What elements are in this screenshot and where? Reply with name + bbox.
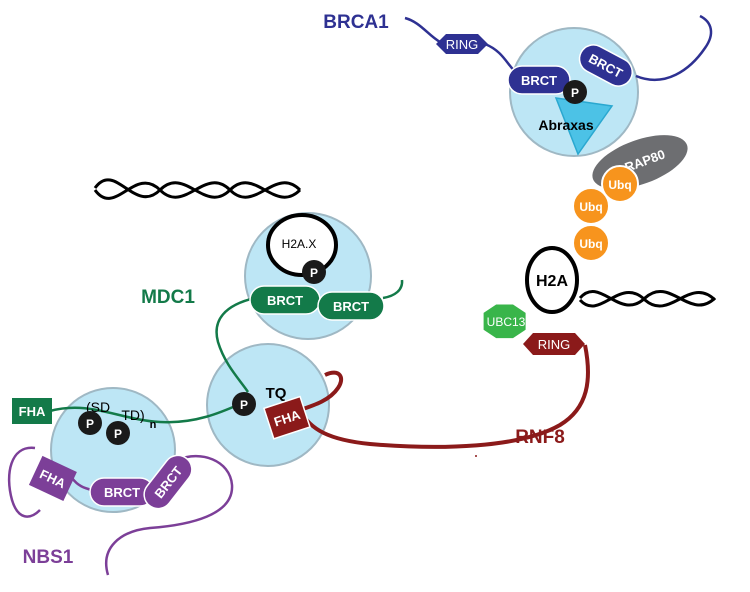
ubq-circle-3 <box>572 224 610 262</box>
tq-label: TQ <box>266 385 287 402</box>
mdc1-brct-label-2: BRCT <box>333 299 369 314</box>
rnf8-chain <box>298 344 590 449</box>
nbs1-brct-domain-1: BRCT <box>89 477 155 507</box>
ubc13-label: UBC13 <box>487 315 526 329</box>
brca1-ring-label: RING <box>446 37 479 52</box>
ubq-circle-1 <box>601 165 639 203</box>
nbs1-phospho-circle-2 <box>106 421 130 445</box>
tq-phospho-label: P <box>240 398 248 412</box>
dna-strand-right <box>578 290 717 308</box>
h2a-label: H2A <box>536 273 568 290</box>
h2a-ring <box>525 246 579 314</box>
repeat-n-label: n <box>150 419 157 431</box>
rnf8-chain-hook <box>299 370 344 412</box>
mdc1-brct-domain-1: BRCT <box>249 285 321 315</box>
nbs1-phospho-circle-1 <box>78 411 102 435</box>
ubq-label-1: Ubq <box>608 178 631 192</box>
nbs1-chain-left <box>7 446 41 518</box>
h2ax-phospho-label: P <box>310 266 318 280</box>
ubc13-octagon <box>483 304 526 339</box>
mdc1-chain-to-fha <box>49 402 241 424</box>
brca1-phospho-label: P <box>571 86 579 100</box>
td-motif-label: TD) <box>121 407 144 423</box>
abraxas-label: Abraxas <box>538 117 593 133</box>
mdc1-title: MDC1 <box>141 287 195 308</box>
h2ax-phospho-circle <box>302 260 326 284</box>
abraxas-triangle <box>554 97 614 156</box>
mdc1-brct-label-1: BRCT <box>267 293 303 308</box>
nbs1-phospho-label-1: P <box>86 417 94 431</box>
brca1-brct-domain-1: BRCT <box>507 65 571 95</box>
nbs1-fha-domain: FHA <box>28 455 77 501</box>
brca1-chain <box>404 16 441 44</box>
tq-complex-circle <box>206 343 330 467</box>
brca1-phospho-circle <box>563 80 587 104</box>
mdc1-brct-domain-2: BRCT <box>317 291 385 321</box>
rnf8-ring-domain <box>523 333 585 355</box>
brca1-title: BRCA1 <box>323 12 389 33</box>
rnf8-ring-label: RING <box>538 337 571 352</box>
nbs1-title: NBS1 <box>23 547 74 568</box>
nbs1-phospho-label-2: P <box>114 427 122 441</box>
brca1-ring-domain <box>436 34 488 54</box>
ubq-label-2: Ubq <box>579 200 602 214</box>
mdc1-chain <box>215 296 256 393</box>
mdc1-fha-label: FHA <box>19 404 46 419</box>
nbs1-brct-label-1: BRCT <box>104 485 140 500</box>
mdc1-chain-tail <box>382 279 404 300</box>
mdc1-fha-domain <box>12 398 52 424</box>
nbs1-chain-right <box>105 454 234 576</box>
rnf8-fha-domain: FHA <box>262 395 311 440</box>
ubq-label-3: Ubq <box>579 237 602 251</box>
brca1-brct-label-1: BRCT <box>521 73 557 88</box>
h2ax-label: H2A.X <box>282 237 317 251</box>
sd-motif-label: (SD <box>86 399 110 415</box>
stray-dot <box>475 455 477 457</box>
tq-phospho-circle <box>232 392 256 416</box>
rnf8-title: RNF8 <box>515 427 565 448</box>
h2ax-ring <box>266 213 338 277</box>
brca1-chain-tail <box>635 14 713 82</box>
dna-strand-left <box>93 178 302 200</box>
